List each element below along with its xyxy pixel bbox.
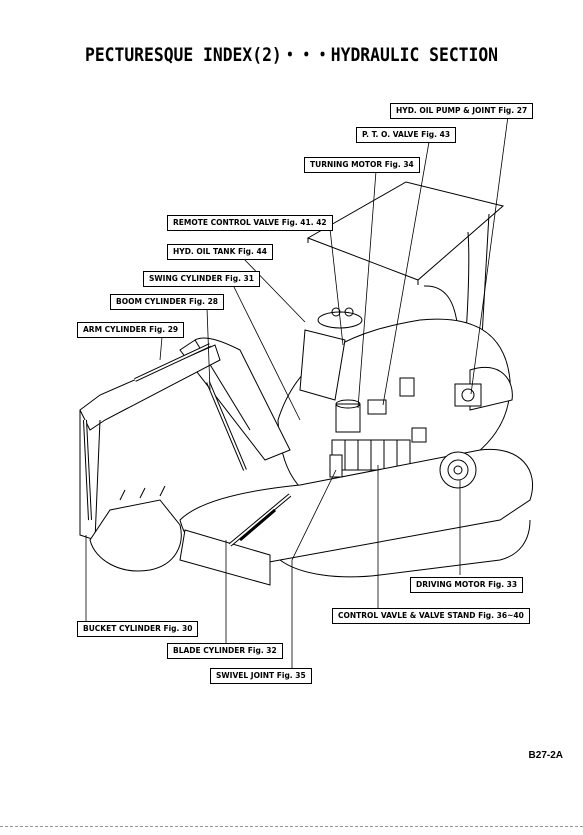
leader-swivel [291, 469, 337, 668]
bucket [89, 499, 182, 572]
leader-hyd-tank [242, 257, 306, 323]
label-control-valve: CONTROL VAVLE & VALVE STAND Fig. 36~40 [332, 608, 530, 624]
bottom-rule [0, 826, 583, 827]
page-code: B27-2A [528, 750, 563, 761]
leader-hyd-pump [470, 115, 509, 395]
leader-turning-motor [357, 170, 377, 409]
canopy-roof [306, 181, 505, 281]
leader-pto-valve [382, 141, 430, 406]
label-remote-control-valve: REMOTE CONTROL VALVE Fig. 41. 42 [167, 215, 333, 231]
label-swivel-joint: SWIVEL JOINT Fig. 35 [210, 668, 312, 684]
label-boom-cylinder: BOOM CYLINDER Fig. 28 [110, 294, 225, 310]
label-pto-valve: P. T. O. VALVE Fig. 43 [356, 127, 457, 143]
label-arm-cylinder: ARM CYLINDER Fig. 29 [77, 322, 185, 338]
label-turning-motor: TURNING MOTOR Fig. 34 [304, 157, 420, 173]
label-hyd-oil-pump: HYD. OIL PUMP & JOINT Fig. 27 [390, 103, 534, 119]
arm [79, 344, 221, 431]
label-bucket-cylinder: BUCKET CYLINDER Fig. 30 [77, 621, 199, 637]
label-hyd-oil-tank: HYD. OIL TANK Fig. 44 [167, 244, 273, 260]
dozer-blade [179, 529, 271, 586]
leader-arm-cyl [159, 336, 163, 361]
label-driving-motor: DRIVING MOTOR Fig. 33 [410, 577, 524, 593]
page-title: PECTURESQUE INDEX(2)・・・HYDRAULIC SECTION [84, 44, 499, 66]
label-swing-cylinder: SWING CYLINDER Fig. 31 [143, 271, 260, 287]
leader-swing-cyl [232, 284, 301, 421]
boom [179, 337, 291, 461]
label-blade-cylinder: BLADE CYLINDER Fig. 32 [167, 643, 283, 659]
leader-boom-cyl [206, 307, 211, 391]
drive-sprocket [439, 451, 477, 489]
